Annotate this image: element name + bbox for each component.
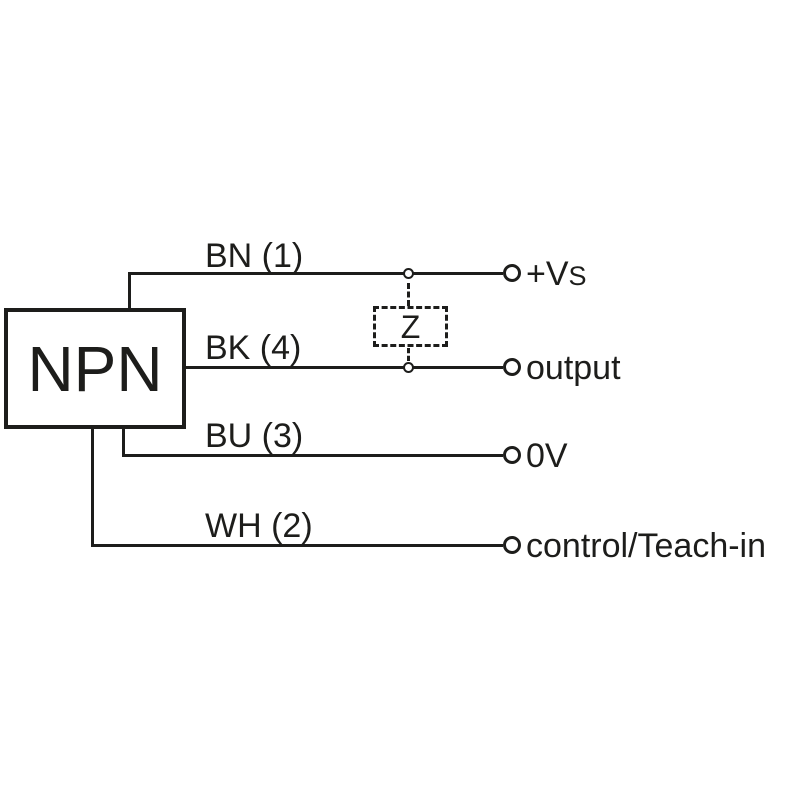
wire-wh-vertical-segment	[91, 427, 94, 547]
wire-wh-label: WH (2)	[205, 507, 313, 545]
terminal-label-0v-main: 0V	[526, 437, 568, 475]
device-label: NPN	[27, 332, 163, 405]
impedance-label: Z	[400, 308, 421, 345]
junction-dot-bn	[403, 268, 414, 279]
wire-bn-vertical-segment	[128, 272, 131, 310]
wire-bu-vertical-segment	[122, 427, 125, 457]
terminal-label-control-main: control/Teach-in	[526, 527, 767, 565]
terminal-circle-control	[503, 536, 521, 554]
wire-bn-label: BN (1)	[205, 237, 304, 275]
terminal-label-output-main: output	[526, 349, 621, 387]
terminal-label-output: output	[526, 351, 621, 385]
wire-bk-label: BK (4)	[205, 329, 302, 367]
wire-bu-label: BU (3)	[205, 417, 304, 455]
wire-bk-line	[184, 366, 503, 369]
terminal-label-vs-suffix: S	[568, 261, 587, 291]
terminal-circle-output	[503, 358, 521, 376]
device-box: NPN	[4, 308, 186, 429]
impedance-dashed-lead-top	[407, 283, 410, 306]
wire-wh-line	[91, 544, 503, 547]
junction-dot-bk	[403, 362, 414, 373]
wire-bn-line	[128, 272, 503, 275]
terminal-label-control: control/Teach-in	[526, 529, 766, 563]
impedance-box: Z	[373, 306, 448, 347]
terminal-label-0v: 0V	[526, 439, 568, 473]
terminal-label-vs: +VS	[526, 257, 587, 291]
terminal-circle-0v	[503, 446, 521, 464]
terminal-label-vs-main: +V	[526, 255, 569, 293]
impedance-dashed-lead-bottom	[407, 348, 410, 361]
terminal-circle-vs	[503, 264, 521, 282]
wire-bu-line	[122, 454, 503, 457]
